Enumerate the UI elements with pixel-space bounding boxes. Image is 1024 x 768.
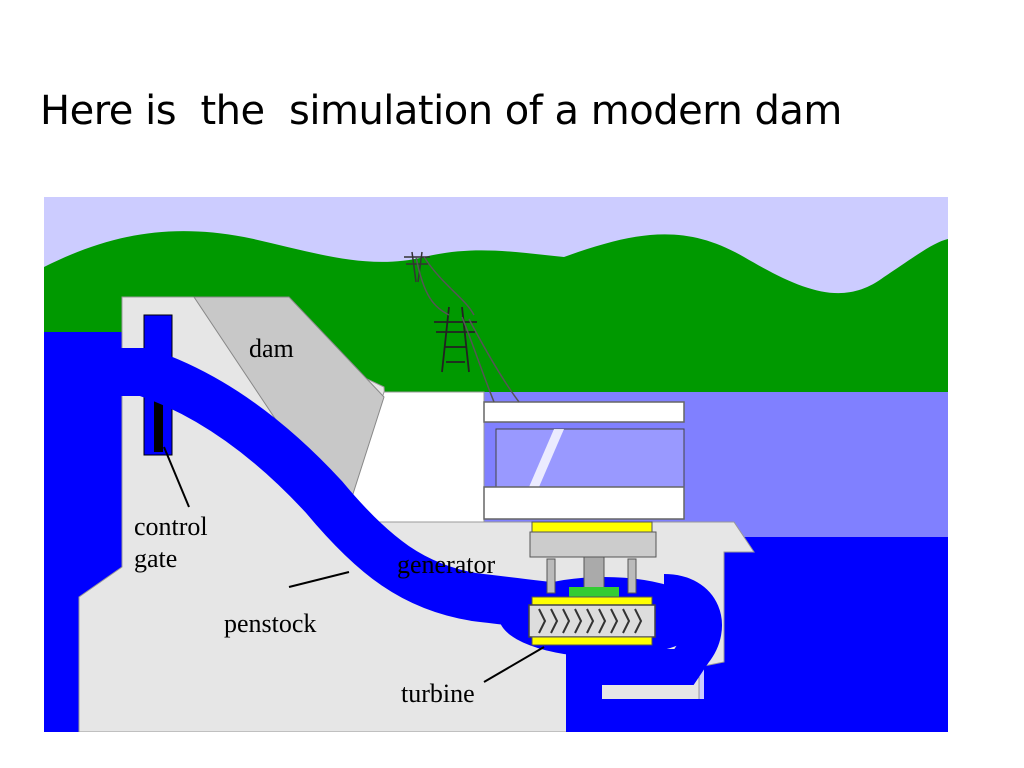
hydroelectric-dam-diagram: dam control gate generator penstock turb… <box>44 197 948 732</box>
label-control-gate-1: control <box>134 512 208 541</box>
dam-illustration: dam control gate generator penstock turb… <box>44 197 948 732</box>
turbine-bottom-yellow <box>531 636 653 646</box>
generator-green-pad <box>569 587 619 597</box>
slide-title: Here is the simulation of a modern dam <box>40 88 842 134</box>
powerhouse-window <box>495 428 685 488</box>
label-penstock: penstock <box>224 609 316 638</box>
power-lines <box>415 256 520 403</box>
label-turbine: turbine <box>401 679 475 708</box>
transmission-tower-far <box>404 251 430 283</box>
label-generator: generator <box>397 550 496 579</box>
generator-body <box>529 531 657 558</box>
turbine-top-yellow <box>531 596 653 606</box>
generator-shaft <box>583 556 605 593</box>
generator-support-right <box>627 558 637 594</box>
leader-control-gate <box>163 446 190 508</box>
downstream-river <box>704 537 948 732</box>
window-glare <box>529 429 564 487</box>
generator-top-yellow <box>531 521 653 533</box>
leader-penstock <box>288 571 350 588</box>
turbine-blades <box>538 608 643 634</box>
label-dam: dam <box>249 334 294 363</box>
control-gate <box>154 387 163 452</box>
label-control-gate-2: gate <box>134 544 177 573</box>
transmission-tower-near <box>434 306 477 373</box>
powerhouse-roof <box>483 401 685 423</box>
leader-turbine <box>483 646 545 683</box>
powerhouse-base <box>483 486 685 520</box>
generator-support-left <box>546 558 556 594</box>
